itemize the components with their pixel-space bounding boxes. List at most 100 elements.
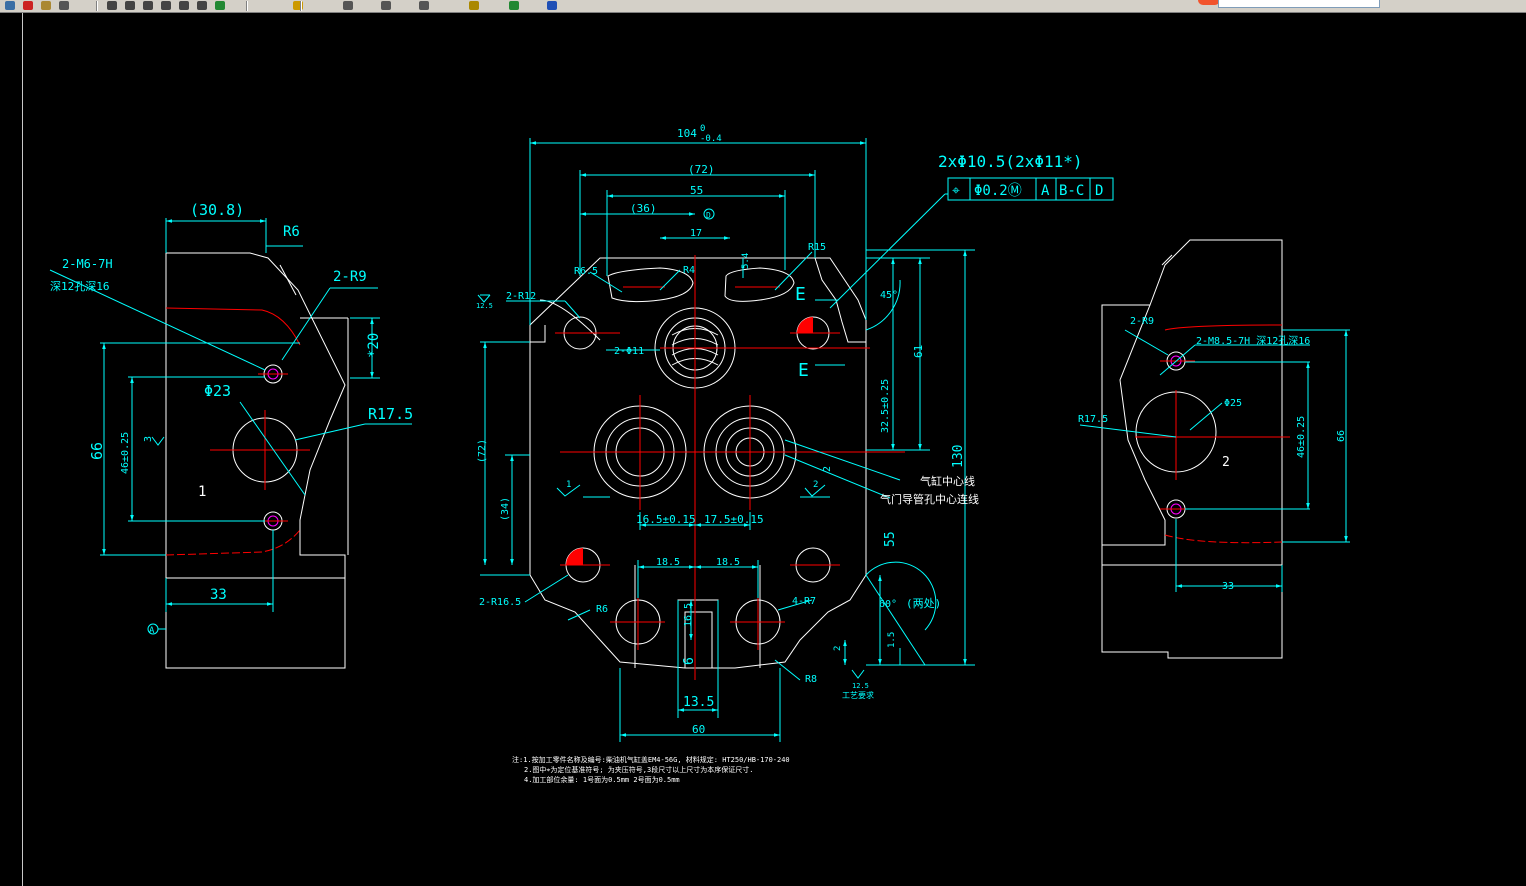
bell-icon[interactable]	[466, 0, 482, 11]
cyl-center-label: 气缸中心线	[920, 474, 975, 488]
zoom-in-icon[interactable]	[104, 0, 120, 11]
r7-label: 4-R7	[792, 596, 816, 607]
window-icon[interactable]	[416, 0, 432, 11]
left-view-centerlines	[165, 307, 310, 556]
left-r-holes: 2-R9	[333, 269, 367, 285]
right-view-label: 2	[1222, 455, 1230, 470]
left-view-dimensions	[49, 218, 412, 635]
center-view-centerlines	[555, 255, 905, 680]
zoom-next-icon[interactable]	[194, 0, 210, 11]
toolbar-separator	[96, 1, 98, 11]
search-input[interactable]	[1218, 0, 1380, 8]
left-thread-depth: 深12孔深16	[50, 280, 110, 293]
dim-165v: 16.5	[683, 603, 694, 627]
dim-17: 17	[690, 228, 702, 239]
paste-icon[interactable]	[378, 0, 394, 11]
right-view-outline	[1101, 239, 1283, 659]
right-dim-66: 66	[1336, 430, 1347, 442]
fcf-datum-a: A	[1041, 183, 1050, 199]
right-view: 2-R9 2-M8.5-7H 深12孔深16 Φ25 R17.5 46±0.25…	[1078, 239, 1350, 659]
dim-61: 61	[912, 345, 925, 358]
right-dim-33: 33	[1222, 581, 1234, 592]
section-e-bottom: E	[798, 360, 809, 381]
copy-icon[interactable]	[340, 0, 356, 11]
feature-control-frame	[947, 177, 1114, 201]
left-view-hole-rings	[267, 368, 279, 527]
fcf-tolerance: Φ0.2Ⓜ	[974, 183, 1022, 199]
dim-2: 2	[822, 466, 833, 472]
dim-55-right: 55	[883, 531, 898, 547]
right-view-centerlines	[1135, 324, 1290, 544]
fcf-datum-bc: B-C	[1059, 183, 1084, 199]
zoom-out-icon[interactable]	[122, 0, 138, 11]
left-view-outline	[165, 252, 349, 669]
dim-60: 60	[692, 723, 705, 736]
dim-72-left: (72)	[477, 439, 488, 463]
toolbar-separator	[300, 1, 302, 11]
right-thread-note: 2-M8.5-7H 深12孔深16	[1196, 335, 1310, 347]
left-view: (30.8) R6 2-M6-7H 深12孔深16 2-R9 *20 Φ23 R…	[49, 201, 413, 669]
fcf-datum-d: D	[1095, 183, 1103, 199]
r65-label: R6.5	[574, 266, 598, 277]
left-roughness: 3	[143, 436, 154, 442]
angle-60: 60°	[879, 599, 897, 610]
zoom-prev-icon[interactable]	[176, 0, 192, 11]
dim-6: 6	[682, 657, 697, 665]
left-r-top: R6	[283, 224, 300, 240]
refresh-icon[interactable]	[212, 0, 228, 11]
dim-104-tol-upper: 0	[700, 124, 705, 134]
home-icon[interactable]	[506, 0, 522, 11]
page-icon[interactable]	[38, 0, 54, 11]
drawing-left-margin	[0, 13, 23, 886]
dim-130: 130	[951, 445, 966, 468]
left-datum: A	[149, 626, 155, 636]
section-e-top: E	[795, 284, 806, 305]
toolbar-separator	[246, 1, 248, 11]
valve-center-label: 气门导管孔中心连线	[880, 492, 979, 506]
r4-label: R4	[683, 265, 695, 276]
layer-icon[interactable]	[290, 0, 306, 11]
center-view-dimensions	[477, 138, 975, 742]
left-dim-46: 46±0.25	[120, 432, 131, 474]
dim-15: 1.5	[887, 632, 897, 648]
center-view-labels: 104 0 -0.4 (72) 55 (36) D 17 R15 R6.5 R4…	[476, 124, 1103, 736]
dim-165: 16.5±0.15	[636, 513, 696, 526]
drawing-notes: 注:1.按加工零件名称及编号:柴油机气缸盖EM4-56G, 材料规定: HT25…	[512, 755, 790, 784]
rough-bottom: 12.5	[852, 682, 869, 690]
open-icon[interactable]	[2, 0, 18, 11]
note-line-2: 2.图中⌖为定位基准符号; 为夹压符号,3段尺寸以上尺寸为本序保证尺寸.	[524, 765, 753, 774]
dim-135: 13.5	[683, 695, 714, 710]
right-dim-46: 46±0.25	[1296, 416, 1307, 458]
note-line-3: 4.加工部位余量: 1号面为0.5mm 2号面为0.5mm	[524, 775, 680, 784]
center-view: 104 0 -0.4 (72) 55 (36) D 17 R15 R6.5 R4…	[476, 124, 1114, 784]
zoom-window-icon[interactable]	[140, 0, 156, 11]
left-view-label: 1	[198, 484, 206, 500]
search-logo-icon	[1198, 0, 1220, 5]
info-icon[interactable]	[544, 0, 560, 11]
both-sides: (两处)	[906, 597, 941, 610]
dim-175: 17.5±0.15	[704, 513, 764, 526]
rough-1: 1	[566, 480, 571, 490]
dim-325: 32.5±0.25	[880, 379, 891, 433]
left-dim-20: *20	[366, 333, 382, 358]
zoom-fit-icon[interactable]	[158, 0, 174, 11]
fcf-symbol: ⌖	[952, 183, 960, 199]
dim-54: 5.4	[741, 253, 751, 269]
toolbar	[0, 0, 1526, 13]
rough-2: 2	[813, 480, 818, 490]
angle-45: 45°	[880, 290, 898, 301]
r12-label: 2-R12	[506, 291, 536, 302]
right-dia: Φ25	[1224, 398, 1242, 409]
process-req: 工艺要求	[842, 690, 874, 700]
r165-label: 2-R16.5	[479, 597, 521, 608]
dim-104: 104	[677, 127, 697, 140]
phi11-label: 2-Φ11	[614, 346, 644, 357]
dim-104-tol-lower: -0.4	[700, 134, 722, 144]
pin-icon[interactable]	[20, 0, 36, 11]
note-line-1: 注:1.按加工零件名称及编号:柴油机气缸盖EM4-56G, 材料规定: HT25…	[512, 755, 790, 764]
left-r-bore: R17.5	[368, 405, 413, 423]
drawing-canvas[interactable]: (30.8) R6 2-M6-7H 深12孔深16 2-R9 *20 Φ23 R…	[0, 13, 1526, 886]
right-r-bore: R17.5	[1078, 414, 1108, 425]
left-dim-top: (30.8)	[190, 201, 244, 219]
print-icon[interactable]	[56, 0, 72, 11]
